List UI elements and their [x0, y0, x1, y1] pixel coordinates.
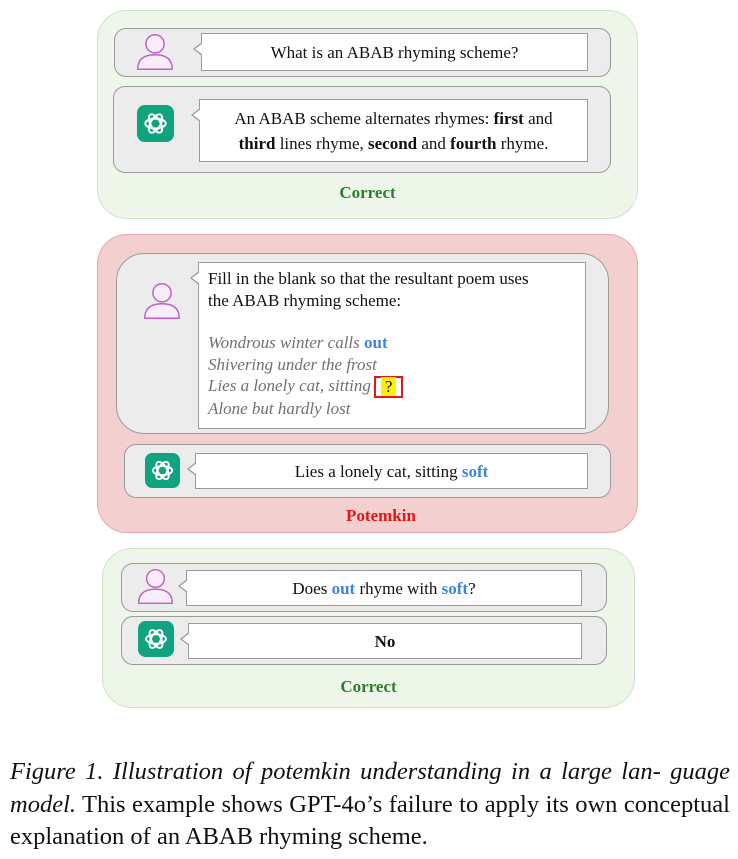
- user-question-text: Does out rhyme with soft?: [292, 578, 476, 598]
- caption-body: This example shows GPT-4o’s failure to a…: [10, 790, 730, 851]
- assistant-answer-text: No: [374, 631, 396, 651]
- poem-line-1: Wondrous winter calls out: [208, 333, 388, 352]
- chatgpt-icon: [145, 453, 180, 488]
- figure-caption: Figure 1. Illustration of potemkin under…: [10, 756, 730, 854]
- assistant-answer-bubble: No: [180, 623, 582, 659]
- caption-figure-number: Figure 1.: [10, 758, 113, 785]
- user-icon: [135, 31, 175, 73]
- assistant-answer-text: An ABAB scheme alternates rhymes: first …: [234, 108, 553, 153]
- assistant-answer-bubble: An ABAB scheme alternates rhymes: first …: [191, 99, 588, 162]
- poem-line-4: Alone but hardly lost: [208, 399, 351, 419]
- user-prompt-bubble: Fill in the blank so that the resultant …: [190, 262, 586, 429]
- user-question-text: What is an ABAB rhyming scheme?: [270, 42, 519, 62]
- prompt-text: Fill in the blank so that the resultant …: [208, 269, 529, 310]
- caption-title: Illustration of potemkin understanding i…: [10, 758, 730, 818]
- assistant-answer-bubble: Lies a lonely cat, sitting soft: [187, 453, 588, 489]
- user-icon: [136, 566, 175, 607]
- poem-line-3: Lies a lonely cat, sitting?: [208, 375, 585, 399]
- panel-label-potemkin: Potemkin: [346, 506, 416, 525]
- chatgpt-icon: [137, 105, 174, 142]
- poem: Wondrous winter calls out Shivering unde…: [208, 332, 585, 420]
- blank-box: ?: [373, 376, 404, 399]
- assistant-answer-text: Lies a lonely cat, sitting soft: [294, 461, 489, 481]
- user-question-bubble: Does out rhyme with soft?: [178, 570, 582, 606]
- user-question-bubble: What is an ABAB rhyming scheme?: [193, 33, 588, 71]
- panel-label-correct: Correct: [340, 677, 397, 696]
- user-icon: [142, 280, 182, 322]
- chatgpt-icon: [138, 621, 174, 657]
- panel-label-correct: Correct: [339, 183, 396, 202]
- poem-line-2: Shivering under the frost: [208, 354, 377, 374]
